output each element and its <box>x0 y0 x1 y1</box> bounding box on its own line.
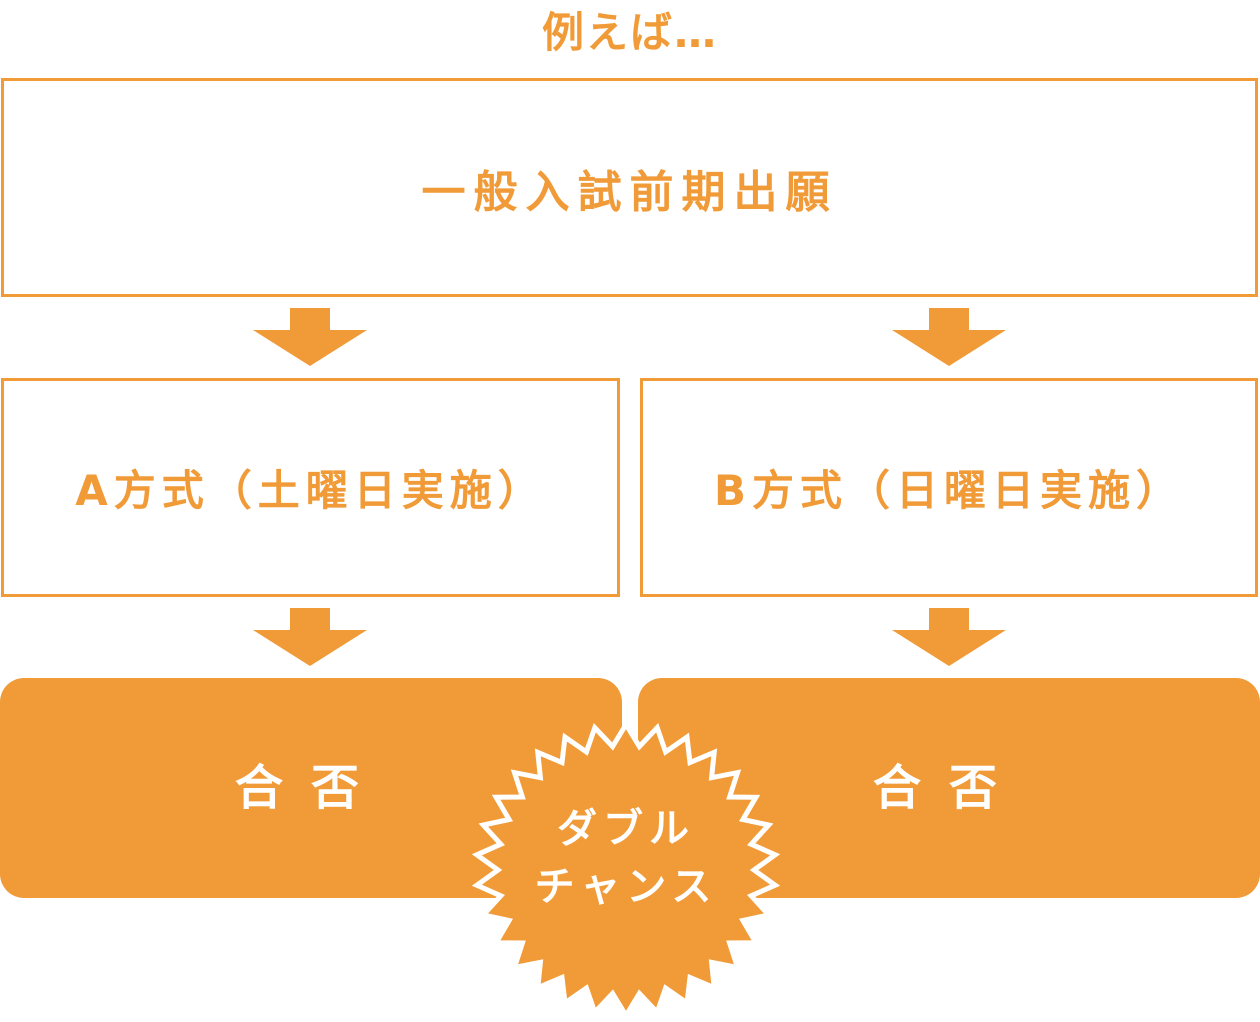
option-a-box: A方式（土曜日実施） <box>1 378 620 597</box>
starburst-badge-icon <box>471 719 781 1021</box>
option-b-box: B方式（日曜日実施） <box>640 378 1258 597</box>
arrow-down-icon <box>892 308 1006 366</box>
diagram-heading: 例えば… <box>541 8 718 57</box>
option-b-label: B方式（日曜日実施） <box>713 466 1184 515</box>
result-b-label: 合否 <box>872 760 1025 816</box>
result-a-label: 合否 <box>234 760 387 816</box>
option-a-label: A方式（土曜日実施） <box>75 466 546 515</box>
double-chance-badge: ダブル チャンス <box>466 800 786 916</box>
badge-line-1: ダブル <box>557 806 695 852</box>
badge-line-2: チャンス <box>534 864 718 910</box>
arrow-down-icon <box>253 608 367 666</box>
application-label: 一般入試前期出願 <box>421 166 838 218</box>
arrow-down-icon <box>892 608 1006 666</box>
application-box: 一般入試前期出願 <box>1 78 1258 297</box>
arrow-down-icon <box>253 308 367 366</box>
